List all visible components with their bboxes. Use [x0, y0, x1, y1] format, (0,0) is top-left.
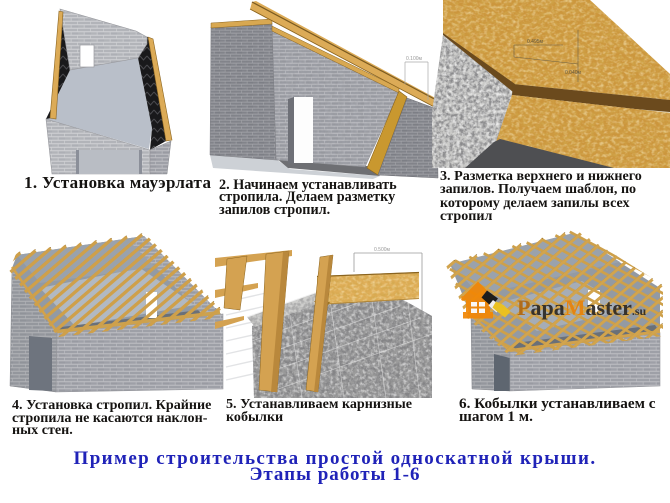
svg-text:0.040м: 0.040м — [565, 70, 582, 76]
svg-text:0.495м: 0.495м — [527, 39, 544, 45]
svg-text:0.500м: 0.500м — [374, 247, 391, 253]
svg-text:PapaMaster.su: PapaMaster.su — [517, 295, 647, 320]
svg-text:0.100м: 0.100м — [406, 56, 423, 62]
